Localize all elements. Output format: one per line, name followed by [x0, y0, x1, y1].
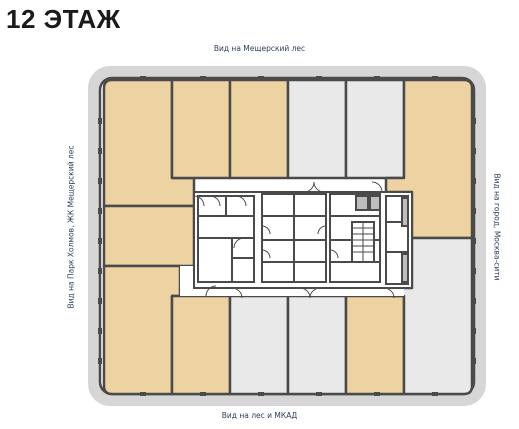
- unit-south-1[interactable]: [170, 294, 232, 396]
- view-label-bottom: Вид на лес и МКАД: [221, 411, 298, 420]
- unit-south-2[interactable]: [228, 294, 290, 396]
- door-swings: [193, 181, 395, 299]
- unit-north-4[interactable]: [286, 78, 348, 180]
- view-label-right: Вид на город, Москва-сити: [492, 173, 502, 281]
- building-core: [193, 191, 413, 289]
- view-label-left: Вид на Парк Холмов, ЖК Мещерский лес: [66, 145, 76, 309]
- unit-south-3[interactable]: [286, 294, 348, 396]
- unit-north-2[interactable]: [170, 78, 232, 180]
- unit-north-5[interactable]: [344, 78, 406, 180]
- unit-west-lower[interactable]: [102, 264, 182, 396]
- columns: [98, 76, 476, 396]
- unit-west-upper[interactable]: [102, 204, 196, 268]
- floor-title: 12 ЭТАЖ: [6, 4, 121, 34]
- view-label-top: Вид на Мещерский лес: [213, 44, 306, 53]
- unit-north-3[interactable]: [228, 78, 290, 180]
- unit-south-4[interactable]: [344, 294, 406, 396]
